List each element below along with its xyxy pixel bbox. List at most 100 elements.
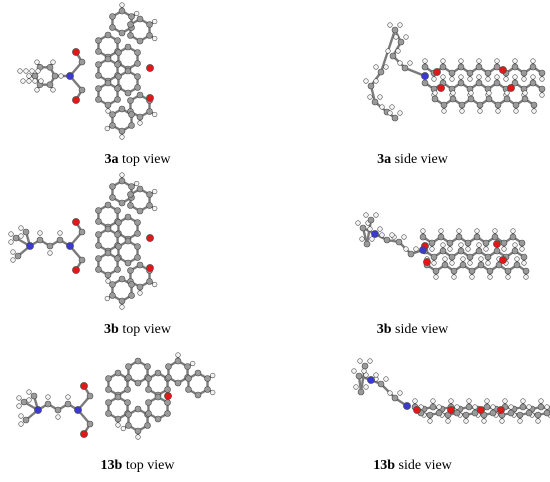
carbon-atom (125, 374, 132, 381)
carbon-atom (114, 415, 122, 423)
hydrogen-atom (115, 422, 121, 428)
hydrogen-atom (505, 274, 511, 280)
hydrogen-atom (522, 90, 528, 96)
hydrogen-atom (530, 58, 536, 64)
carbon-atom (134, 405, 142, 413)
hydrogen-atom (512, 58, 518, 64)
hydrogen-atom (119, 304, 125, 310)
carbon-atom (104, 249, 112, 257)
carbon-atom (109, 292, 116, 299)
carbon-atom (124, 89, 132, 97)
carbon-atom (397, 38, 405, 46)
hydrogen-atom (451, 274, 457, 280)
hydrogen-atom (422, 58, 428, 64)
hydrogen-atom (104, 125, 110, 132)
hydrogen-atom (363, 372, 369, 378)
carbon-atom (118, 127, 126, 135)
carbon-atom (530, 101, 538, 109)
hydrogen-atom (367, 358, 373, 364)
carbon-atom (538, 85, 546, 93)
carbon-atom (30, 392, 38, 400)
carbon-atom (475, 247, 483, 255)
hydrogen-atom (210, 372, 216, 379)
carbon-atom (154, 369, 162, 377)
hydrogen-atom (119, 172, 125, 178)
carbon-atom (391, 394, 399, 402)
hydrogen-atom (35, 68, 41, 74)
carbon-atom (109, 183, 116, 190)
oxygen-atom (437, 84, 445, 92)
hydrogen-atom (363, 78, 369, 84)
carbon-atom (105, 386, 112, 393)
hydrogen-atom (494, 74, 500, 80)
hydrogen-atom (373, 64, 379, 70)
carbon-atom (468, 267, 476, 275)
carbon-atom (56, 236, 64, 244)
hydrogen-atom (458, 58, 464, 64)
carbon-atom (493, 63, 501, 71)
carbon-atom (486, 267, 494, 275)
hydrogen-atom (355, 220, 361, 226)
hydrogen-atom (454, 404, 460, 410)
carbon-atom (367, 216, 375, 224)
carbon-atom (483, 403, 491, 411)
hydrogen-atom (467, 76, 473, 82)
hydrogen-atom (385, 48, 391, 54)
oxygen-atom (477, 406, 485, 414)
hydrogen-atom (373, 372, 379, 378)
carbon-atom (154, 393, 162, 401)
carbon-atom (164, 399, 171, 406)
carbon-atom (124, 259, 132, 267)
carbon-atom (440, 101, 448, 109)
hydrogen-atom (367, 226, 373, 232)
hydrogen-atom (466, 398, 472, 404)
carbon-atom (165, 363, 172, 370)
carbon-atom (104, 55, 112, 63)
carbon-atom (36, 236, 44, 244)
hydrogen-atom (379, 104, 385, 110)
carbon-atom (124, 43, 132, 51)
hydrogen-atom (512, 242, 518, 248)
hydrogen-atom (487, 274, 493, 280)
carbon-atom (128, 13, 135, 20)
hydrogen-atom (458, 74, 464, 80)
molecule-3a-top (17, 2, 158, 140)
carbon-atom (146, 32, 153, 39)
hydrogen-atom (363, 384, 369, 390)
carbon-atom (520, 253, 528, 261)
carbon-atom (118, 297, 126, 305)
carbon-atom (464, 239, 472, 247)
carbon-atom (467, 95, 475, 103)
carbon-atom (22, 416, 30, 424)
hydrogen-atom (523, 274, 529, 280)
carbon-atom (437, 233, 445, 241)
carbon-atom (127, 97, 134, 104)
carbon-atom (134, 219, 141, 226)
carbon-atom (134, 84, 141, 91)
carbon-atom (109, 111, 116, 118)
carbon-atom (484, 253, 492, 261)
carbon-atom (154, 415, 162, 423)
carbon-atom (475, 63, 483, 71)
carbon-atom (104, 31, 112, 39)
hydrogen-atom (468, 90, 474, 96)
carbon-atom (457, 63, 465, 71)
carbon-atom (475, 79, 483, 87)
carbon-atom (12, 234, 20, 242)
hydrogen-atom (373, 78, 379, 84)
hydrogen-atom (483, 246, 489, 252)
hydrogen-atom (519, 246, 525, 252)
hydrogen-atom (413, 246, 419, 252)
hydrogen-atom (531, 108, 537, 114)
hydrogen-atom (395, 48, 401, 54)
hydrogen-atom (32, 78, 38, 84)
carbon-atom (136, 283, 144, 291)
hydrogen-atom (432, 90, 438, 96)
carbon-atom (146, 202, 153, 209)
hydrogen-atom (387, 22, 393, 28)
carbon-atom (457, 79, 465, 87)
carbon-atom (493, 247, 501, 255)
carbon-atom (407, 250, 415, 258)
carbon-atom (529, 63, 537, 71)
carbon-atom (462, 411, 470, 419)
